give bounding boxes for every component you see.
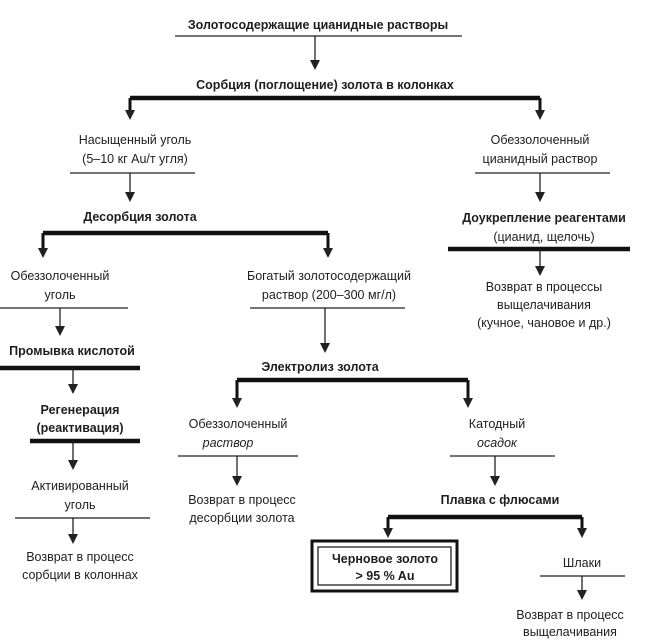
node-crude-gold-line2: > 95 % Au	[356, 569, 415, 583]
node-return-leach-line1: Возврат в процессы	[486, 280, 603, 294]
node-saturated-line2: (5–10 кг Au/т угля)	[82, 152, 188, 166]
crude-gold-box-outer	[310, 539, 459, 593]
node-slag: Шлаки	[563, 556, 601, 570]
arrow-head	[68, 534, 78, 544]
node-regen-line2: (реактивация)	[36, 421, 123, 435]
arrow-head	[232, 398, 242, 408]
arrow-head	[490, 476, 500, 486]
node-rich-line2: раствор (200–300 мг/л)	[262, 288, 396, 302]
node-return-leach-line3: (кучное, чановое и др.)	[477, 316, 611, 330]
arrow-head	[68, 460, 78, 470]
node-desorption: Десорбция золота	[83, 210, 197, 224]
node-return-leach-line2: выщелачивания	[497, 298, 591, 312]
node-activated-line1: Активированный	[31, 479, 128, 493]
node-sorption: Сорбция (поглощение) золота в колонках	[196, 78, 454, 92]
arrow-head	[535, 192, 545, 202]
crude-gold-box-inner	[317, 546, 452, 586]
node-barren-solution-line1: Обеззолоченный	[491, 133, 590, 147]
arrow-head	[577, 528, 587, 538]
node-acid: Промывка кислотой	[9, 344, 135, 358]
arrow-head	[232, 476, 242, 486]
node-return-slag-line1: Возврат в процесс	[516, 608, 624, 622]
node-activated-line2: уголь	[64, 498, 95, 512]
arrow-head	[323, 248, 333, 258]
node-return-sorption-line1: Возврат в процесс	[26, 550, 134, 564]
node-reinforce-line1: Доукрепление реагентами	[462, 211, 626, 225]
node-crude-gold-line1: Черновое золото	[332, 552, 438, 566]
node-return-sorption-line2: сорбции в колоннах	[22, 568, 139, 582]
node-cathode-line1: Катодный	[469, 417, 525, 431]
arrow-head	[68, 384, 78, 394]
node-reinforce-line2: (цианид, щелочь)	[493, 230, 594, 244]
node-solutions: Золотосодержащие цианидные растворы	[188, 18, 448, 32]
node-cathode-line2: осадок	[477, 436, 518, 450]
arrow-head	[125, 110, 135, 120]
node-return-desorption-line1: Возврат в процесс	[188, 493, 296, 507]
arrow-head	[310, 60, 320, 70]
node-electrolysis: Электролиз золота	[261, 360, 379, 374]
node-return-desorption-line2: десорбции золота	[189, 511, 294, 525]
node-barren-coal-line1: Обеззолоченный	[11, 269, 110, 283]
node-electro-barren-line2: раствор	[202, 436, 254, 450]
arrow-head	[577, 590, 587, 600]
node-return-slag-line2: выщелачивания	[523, 625, 617, 639]
arrow-head	[383, 528, 393, 538]
arrow-head	[55, 326, 65, 336]
arrow-head	[38, 248, 48, 258]
arrow-head	[320, 343, 330, 353]
node-rich-line1: Богатый золотосодержащий	[247, 269, 411, 283]
node-smelting: Плавка с флюсами	[441, 493, 560, 507]
node-barren-solution-line2: цианидный раствор	[483, 152, 598, 166]
labels: Золотосодержащие цианидные растворы Сорб…	[9, 18, 626, 639]
node-electro-barren-line1: Обеззолоченный	[189, 417, 288, 431]
node-saturated-line1: Насыщенный уголь	[79, 133, 192, 147]
node-barren-coal-line2: уголь	[44, 288, 75, 302]
arrow-head	[535, 110, 545, 120]
arrow-head	[535, 266, 545, 276]
connectors	[0, 35, 630, 600]
arrow-head	[125, 192, 135, 202]
node-regen-line1: Регенерация	[41, 403, 120, 417]
arrow-head	[463, 398, 473, 408]
